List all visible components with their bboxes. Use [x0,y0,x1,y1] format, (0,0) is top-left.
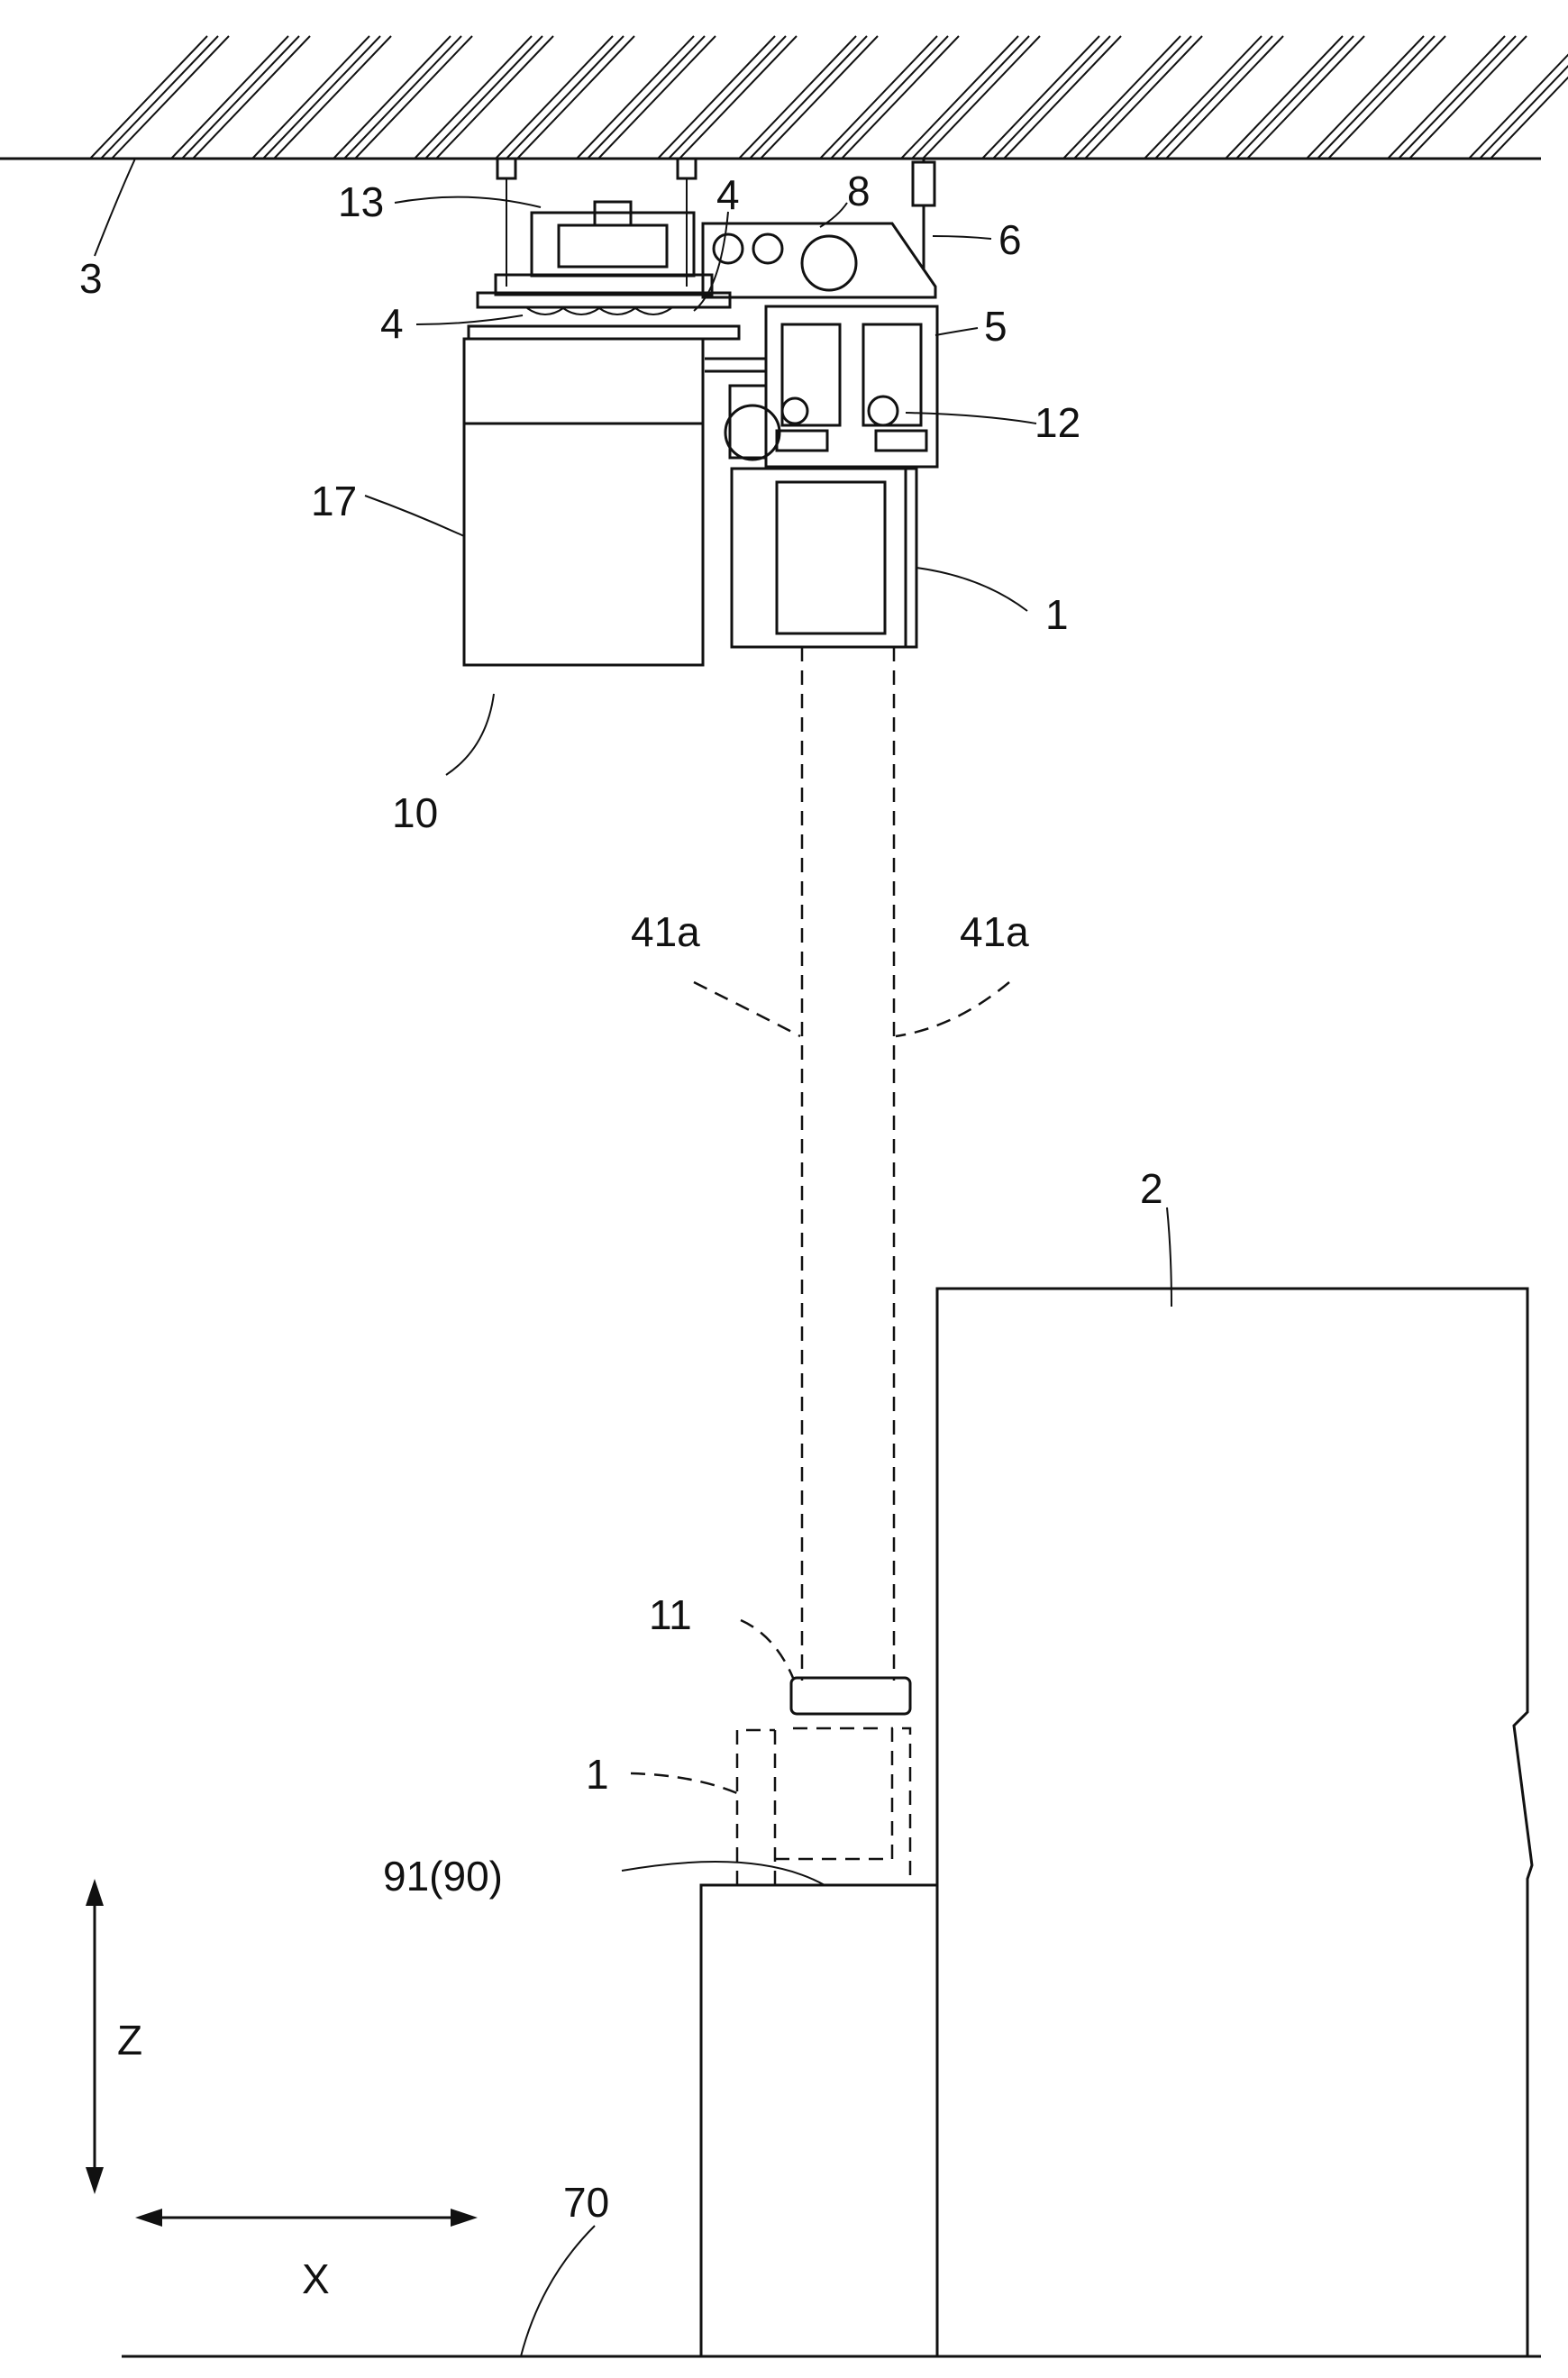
label-belt-left: 41a [631,908,700,955]
hatch-line [1480,36,1568,159]
label-hanger: 6 [998,216,1022,263]
axis-z-label: Z [117,2017,142,2064]
article-top [732,469,916,647]
label-belt-right: 41a [960,908,1029,955]
label-frame: 8 [847,168,871,214]
label-rail-right: 4 [716,171,740,218]
label-ceiling: 3 [79,255,103,302]
label-carriage: 5 [984,303,1007,350]
label-station: 2 [1140,1165,1163,1212]
cover [464,339,703,665]
hatch-line [1491,36,1568,159]
ceiling-hatch [90,36,1568,159]
belts [802,647,894,1681]
axis-x-label: X [302,2255,330,2302]
label-cover: 17 [311,478,357,524]
hatch-line [1469,36,1568,159]
label-rail-left: 4 [380,300,404,347]
label-article-bottom: 1 [586,1751,609,1798]
reference-labels: 3 13 4 4 8 6 5 12 17 1 10 41a 41a 2 11 1… [79,168,1163,2302]
support-block [701,1885,937,2356]
grip-unit-mechanism [469,159,739,339]
label-vehicle: 10 [392,789,438,836]
ceiling [0,36,1568,159]
hanger-rod [913,159,934,270]
label-wheel: 12 [1035,399,1080,446]
article-bottom [737,1728,910,1885]
label-floor: 70 [563,2179,609,2226]
frame [703,223,935,297]
axis-x-arrow [135,2209,478,2227]
station [937,1289,1532,2356]
label-support: 91(90) [383,1853,503,1900]
label-grip-unit: 13 [338,178,384,225]
gripper [791,1678,910,1728]
axis-z-arrow [86,1879,104,2194]
label-article-top: 1 [1045,591,1069,638]
label-gripper: 11 [649,1591,692,1638]
leader-lines [95,159,1171,2356]
